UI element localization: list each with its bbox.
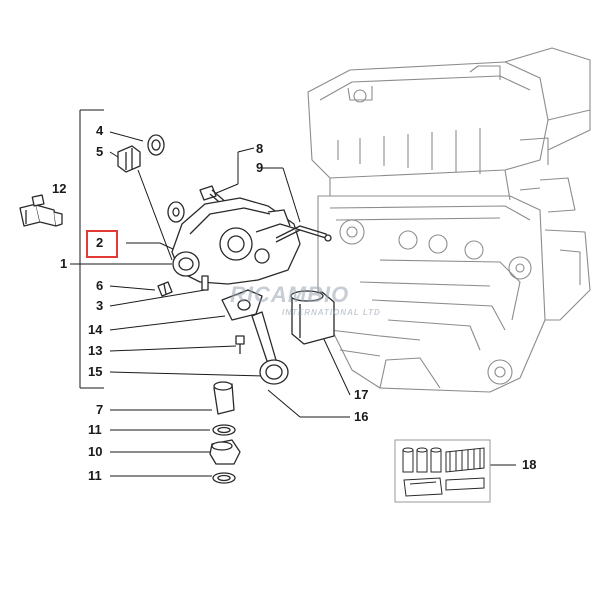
oil-pickup-pipe-part [251, 311, 289, 385]
seal-ring-part-upper [212, 424, 236, 436]
leader-lines [70, 131, 516, 477]
callout-1: 1 [60, 256, 68, 271]
watermark-subtitle: INTERNATIONAL LTD [282, 308, 381, 317]
cap-part [209, 439, 241, 465]
screw-part [235, 335, 245, 354]
callout-2: 2 [96, 235, 104, 250]
callout-4: 4 [96, 123, 104, 138]
oil-pump-assembly-part [171, 197, 301, 285]
callout-10: 10 [88, 444, 103, 459]
nut-part [147, 134, 165, 156]
dipstick-tube-part [275, 225, 332, 243]
callout-18: 18 [522, 457, 537, 472]
callout-17: 17 [354, 387, 369, 402]
engine-block-illustration [307, 47, 591, 393]
watermark-brand: RICAMBIO [230, 282, 350, 307]
flange-gasket-part [221, 289, 263, 321]
callout-11-lower: 11 [88, 468, 102, 483]
callout-3: 3 [96, 298, 104, 313]
dowel-pin-part [201, 275, 209, 291]
gear-washer-part [167, 201, 185, 223]
callout-14: 14 [88, 322, 103, 337]
callout-5: 5 [96, 144, 104, 159]
callout-15: 15 [88, 364, 103, 379]
small-plug-part [157, 281, 173, 297]
oil-filter-part [290, 290, 335, 345]
callout-8: 8 [256, 141, 264, 156]
filter-kit-box [394, 439, 491, 503]
callout-2-highlight-box [86, 230, 118, 258]
seal-ring-part-lower [212, 472, 236, 484]
callout-7: 7 [96, 402, 104, 417]
callout-16: 16 [354, 409, 369, 424]
callout-13: 13 [88, 343, 103, 358]
callout-9: 9 [256, 160, 264, 175]
oil-pressure-sender-part [19, 194, 63, 227]
drain-plug-part [213, 381, 235, 415]
callout-11-upper: 11 [88, 422, 102, 437]
callout-12: 12 [52, 181, 67, 196]
assembly-bracket [79, 109, 104, 389]
callout-6: 6 [96, 278, 104, 293]
plug-part [117, 145, 141, 173]
